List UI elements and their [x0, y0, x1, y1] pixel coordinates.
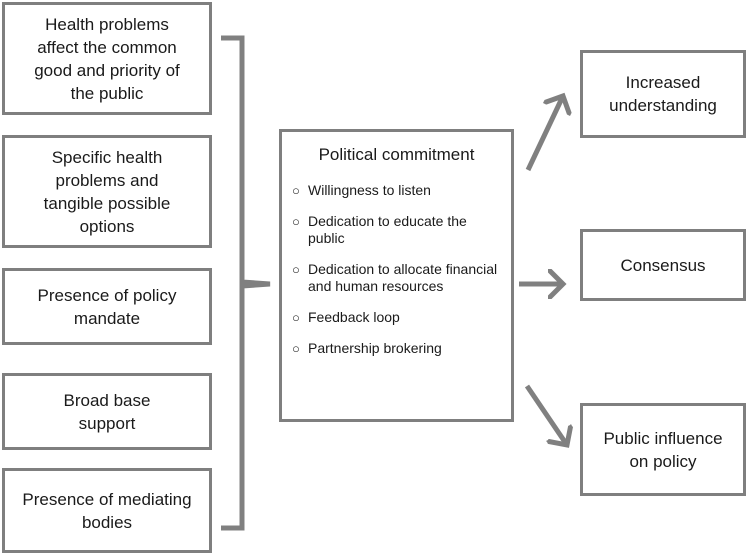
- list-item: ○Feedback loop: [292, 309, 400, 325]
- arrow-to-understanding: [525, 96, 563, 172]
- list-item: ○Dedication to educate the public: [292, 213, 467, 246]
- box-label: Increased understanding: [609, 73, 717, 115]
- box-label: Presence of policy mandate: [37, 285, 177, 328]
- arrow-to-public-influence: [524, 384, 567, 445]
- box-mediating-bodies: Presence of mediating bodies: [2, 468, 212, 553]
- list-item: ○Partnership brokering: [292, 340, 442, 356]
- circle-bullet-icon: ○: [292, 214, 300, 229]
- circle-bullet-icon: ○: [292, 262, 300, 277]
- political-commitment-box: Political commitment ○Willingness to lis…: [279, 129, 514, 422]
- circle-bullet-icon: ○: [292, 183, 300, 198]
- box-specific-health-problems: Specific health problems and tangible po…: [2, 135, 212, 248]
- list-item: ○Dedication to allocate financial and hu…: [292, 261, 498, 294]
- box-consensus: Consensus: [580, 229, 746, 301]
- box-label: Health problems affect the common good a…: [34, 14, 180, 103]
- box-label: Public influence on policy: [603, 428, 723, 471]
- circle-bullet-icon: ○: [292, 341, 300, 356]
- box-broad-base-support: Broad base support: [2, 373, 212, 450]
- commitment-list: ○Willingness to listen ○Dedication to ed…: [292, 182, 505, 371]
- box-label: Consensus: [620, 255, 706, 275]
- box-public-influence: Public influence on policy: [580, 403, 746, 496]
- circle-bullet-icon: ○: [292, 310, 300, 325]
- box-label: Broad base support: [63, 390, 151, 433]
- left-brace: [221, 35, 271, 531]
- box-health-problems-common-good: Health problems affect the common good a…: [2, 2, 212, 115]
- box-label: Specific health problems and tangible po…: [43, 147, 171, 236]
- box-policy-mandate: Presence of policy mandate: [2, 268, 212, 345]
- box-increased-understanding: Increased understanding: [580, 50, 746, 138]
- box-label: Presence of mediating bodies: [22, 489, 192, 532]
- political-commitment-title: Political commitment: [318, 145, 475, 164]
- list-item: ○Willingness to listen: [292, 182, 431, 198]
